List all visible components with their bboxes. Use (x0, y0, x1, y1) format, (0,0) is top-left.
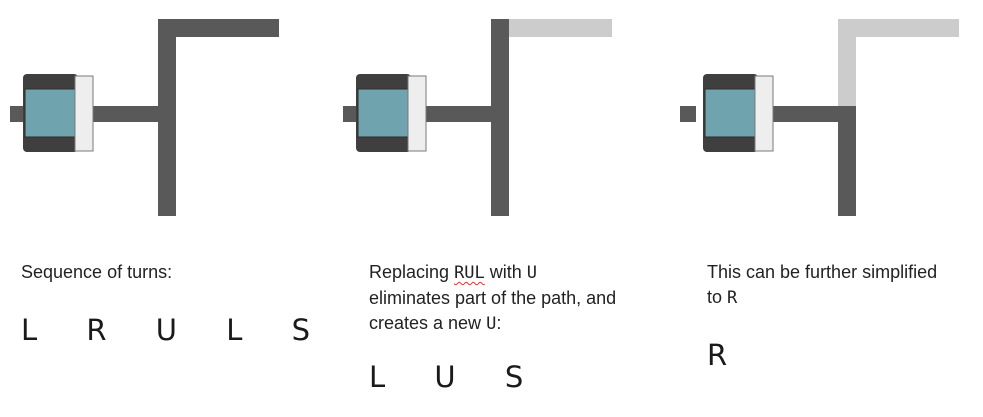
code-r: R (727, 288, 738, 308)
caption-line: with (484, 262, 527, 282)
path-entry-stub (10, 106, 26, 122)
caption-replacement: Replacing RUL with U eliminates part of … (369, 260, 659, 337)
robot-icon (703, 74, 774, 152)
path-entry-stub (343, 106, 359, 122)
caption-simplified: This can be further simplified to R (707, 260, 983, 311)
maze-diagram-2 (343, 19, 612, 216)
robot-icon (23, 74, 94, 152)
path-faded-branch (838, 19, 959, 37)
caption-turns: Sequence of turns: (21, 262, 173, 282)
path-horizontal-segment (760, 106, 856, 122)
turn-sequence: R (707, 338, 748, 372)
maze-diagram-1 (10, 19, 279, 216)
caption-line: to (707, 287, 728, 307)
caption-line: Replacing (369, 262, 455, 282)
code-u: U (526, 263, 538, 283)
path-horizontal-segment (423, 106, 499, 122)
path-vertical-segment (491, 19, 509, 216)
panel-original-path: Sequence of turns: L R U L S (0, 0, 320, 417)
caption-line: This can be further simplified (707, 262, 938, 282)
path-vertical-segment (158, 19, 176, 216)
caption-line: : (496, 313, 502, 333)
code-u: U (486, 314, 497, 334)
path-faded-vertical (838, 19, 856, 107)
maze-diagram-3 (680, 19, 959, 216)
code-rul: RUL (454, 263, 485, 283)
caption-line: eliminates part of the path, and (369, 288, 617, 308)
caption-line: creates a new (369, 313, 487, 333)
turn-sequence: L R U L S (21, 313, 330, 347)
panel-simplified: This can be further simplified to R R (670, 0, 983, 417)
path-faded-branch (509, 19, 612, 37)
path-horizontal-segment (90, 106, 166, 122)
path-entry-stub (680, 106, 696, 122)
path-top-branch (158, 19, 279, 37)
path-vertical-segment (838, 106, 856, 216)
panel-replace-rul: Replacing RUL with U eliminates part of … (333, 0, 653, 417)
robot-icon (356, 74, 427, 152)
turn-sequence: L U S (369, 360, 544, 394)
